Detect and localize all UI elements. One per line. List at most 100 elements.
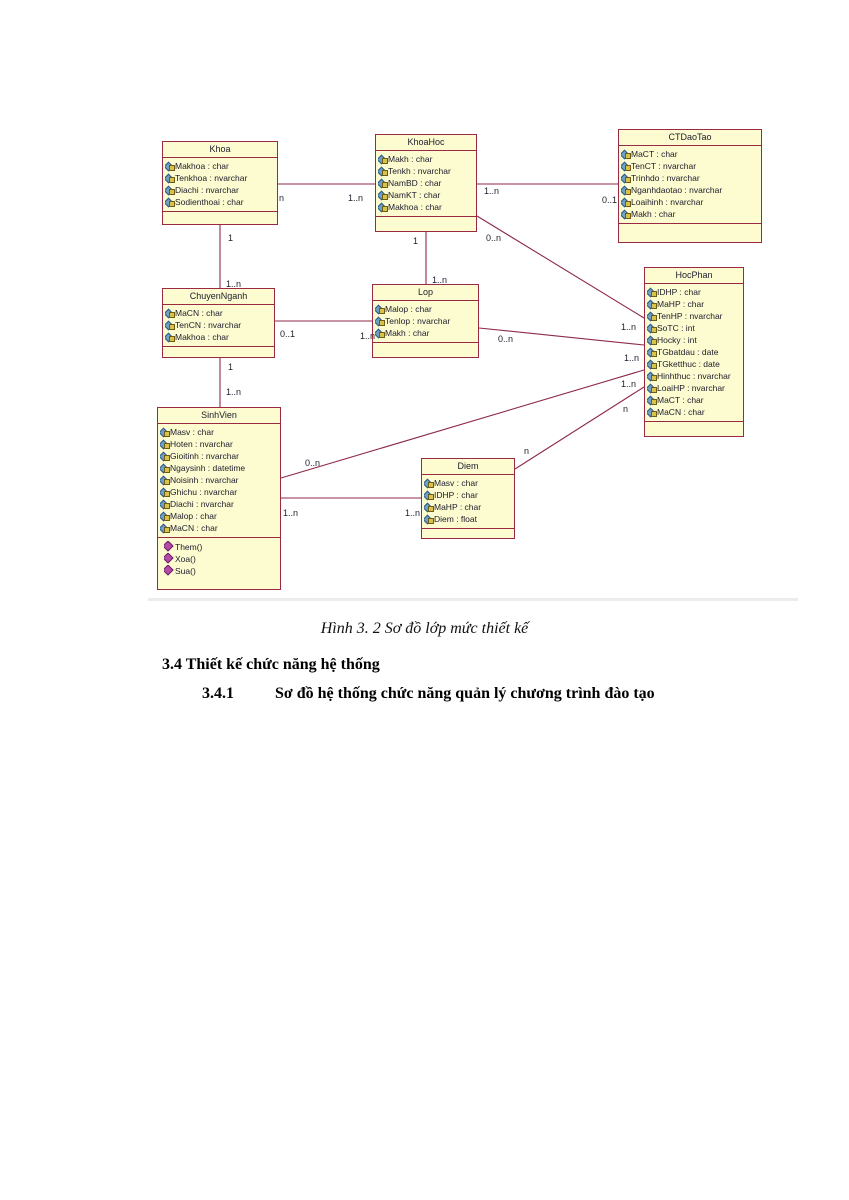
- class-name: SinhVien: [158, 408, 280, 424]
- class-name: Khoa: [163, 142, 277, 158]
- attribute-icon: [621, 150, 631, 159]
- attribute-row: TenCT : nvarchar: [621, 160, 760, 172]
- attribute-icon: [378, 191, 388, 200]
- attribute-text: Masv : char: [170, 427, 214, 437]
- association-line-sinhvien-hocphan: [280, 369, 645, 479]
- attribute-row: Nganhdaotao : nvarchar: [621, 184, 760, 196]
- attribute-text: MaHP : char: [434, 502, 482, 512]
- multiplicity-label: 1..n: [484, 186, 500, 196]
- attribute-icon: [160, 524, 170, 533]
- attribute-icon: [165, 162, 175, 171]
- attribute-text: Gioitinh : nvarchar: [170, 451, 239, 461]
- attribute-text: Malop : char: [170, 511, 217, 521]
- attribute-row: Makhoa : char: [165, 331, 273, 343]
- attribute-row: MaCN : char: [647, 406, 742, 418]
- attribute-icon: [165, 186, 175, 195]
- attribute-row: Masv : char: [424, 477, 513, 489]
- attribute-icon: [165, 333, 175, 342]
- multiplicity-label: 1..n: [621, 379, 637, 389]
- attribute-row: Makhoa : char: [165, 160, 276, 172]
- attribute-row: Hocky : int: [647, 334, 742, 346]
- attribute-icon: [160, 464, 170, 473]
- multiplicity-label: 0..n: [486, 233, 502, 243]
- attribute-text: IDHP : char: [657, 287, 701, 297]
- attribute-text: Hoten : nvarchar: [170, 439, 233, 449]
- attribute-row: Loaihinh : nvarchar: [621, 196, 760, 208]
- attribute-text: Trinhdo : nvarchar: [631, 173, 700, 183]
- class-name: Diem: [422, 459, 514, 475]
- operation-icon: [164, 553, 174, 564]
- attribute-row: Malop : char: [160, 510, 279, 522]
- multiplicity-label: 1..n: [432, 275, 448, 285]
- attribute-text: Hocky : int: [657, 335, 697, 345]
- multiplicity-label: 1..n: [621, 322, 637, 332]
- operation-icon: [164, 565, 174, 576]
- attribute-icon: [621, 210, 631, 219]
- attribute-row: TGketthuc : date: [647, 358, 742, 370]
- attribute-text: Tenkh : nvarchar: [388, 166, 451, 176]
- attribute-icon: [160, 500, 170, 509]
- attribute-icon: [160, 428, 170, 437]
- attribute-row: MaHP : char: [647, 298, 742, 310]
- attribute-text: NamKT : char: [388, 190, 441, 200]
- attribute-row: Hinhthuc : nvarchar: [647, 370, 742, 382]
- attribute-row: Tenkhoa : nvarchar: [165, 172, 276, 184]
- multiplicity-label: 1..n: [226, 279, 242, 289]
- attribute-icon: [647, 348, 657, 357]
- multiplicity-label: 1..n: [283, 508, 299, 518]
- operation-compartment: Them()Xoa()Sua(): [158, 538, 280, 579]
- attribute-row: Ngaysinh : datetime: [160, 462, 279, 474]
- operation-compartment: [422, 529, 514, 544]
- attribute-row: Makh : char: [621, 208, 760, 220]
- attribute-icon: [621, 198, 631, 207]
- operation-text: Sua(): [175, 566, 196, 576]
- multiplicity-label: 1..n: [360, 331, 376, 341]
- association-line-lop-hocphan: [478, 327, 645, 346]
- attribute-row: MaHP : char: [424, 501, 513, 513]
- attribute-text: Makh : char: [388, 154, 433, 164]
- attribute-text: Ghichu : nvarchar: [170, 487, 238, 497]
- attribute-icon: [160, 512, 170, 521]
- attribute-text: Diachi : nvarchar: [170, 499, 234, 509]
- attribute-row: Diachi : nvarchar: [165, 184, 276, 196]
- operation-compartment: [163, 212, 277, 227]
- attribute-icon: [424, 491, 434, 500]
- attribute-icon: [647, 312, 657, 321]
- operation-compartment: [163, 347, 274, 362]
- attribute-row: Tenkh : nvarchar: [378, 165, 475, 177]
- attribute-text: MaCT : char: [631, 149, 678, 159]
- attribute-text: Diem : float: [434, 514, 477, 524]
- attribute-icon: [424, 479, 434, 488]
- multiplicity-label: 1..n: [226, 387, 242, 397]
- attribute-text: Makhoa : char: [388, 202, 442, 212]
- attribute-icon: [375, 317, 385, 326]
- attribute-row: SoTC : int: [647, 322, 742, 334]
- multiplicity-label: 0..n: [305, 458, 321, 468]
- multiplicity-label: 0..1: [602, 195, 618, 205]
- section-heading: 3.4 Thiết kế chức năng hệ thống: [162, 656, 380, 673]
- attribute-icon: [165, 321, 175, 330]
- attribute-text: Makhoa : char: [175, 332, 229, 342]
- attribute-text: MaCN : char: [657, 407, 705, 417]
- figure-divider: [148, 598, 798, 601]
- multiplicity-label: 0..1: [280, 329, 296, 339]
- attribute-row: Sodienthoai : char: [165, 196, 276, 208]
- attribute-row: LoaiHP : nvarchar: [647, 382, 742, 394]
- association-line-khoahoc-hocphan: [476, 215, 645, 319]
- multiplicity-label: 1..n: [405, 508, 421, 518]
- operation-icon: [164, 541, 174, 552]
- attribute-icon: [647, 384, 657, 393]
- attribute-text: MaHP : char: [657, 299, 705, 309]
- attribute-text: IDHP : char: [434, 490, 478, 500]
- attribute-icon: [647, 360, 657, 369]
- attribute-row: Masv : char: [160, 426, 279, 438]
- attribute-row: NamKT : char: [378, 189, 475, 201]
- attribute-row: MaCT : char: [647, 394, 742, 406]
- attribute-icon: [424, 503, 434, 512]
